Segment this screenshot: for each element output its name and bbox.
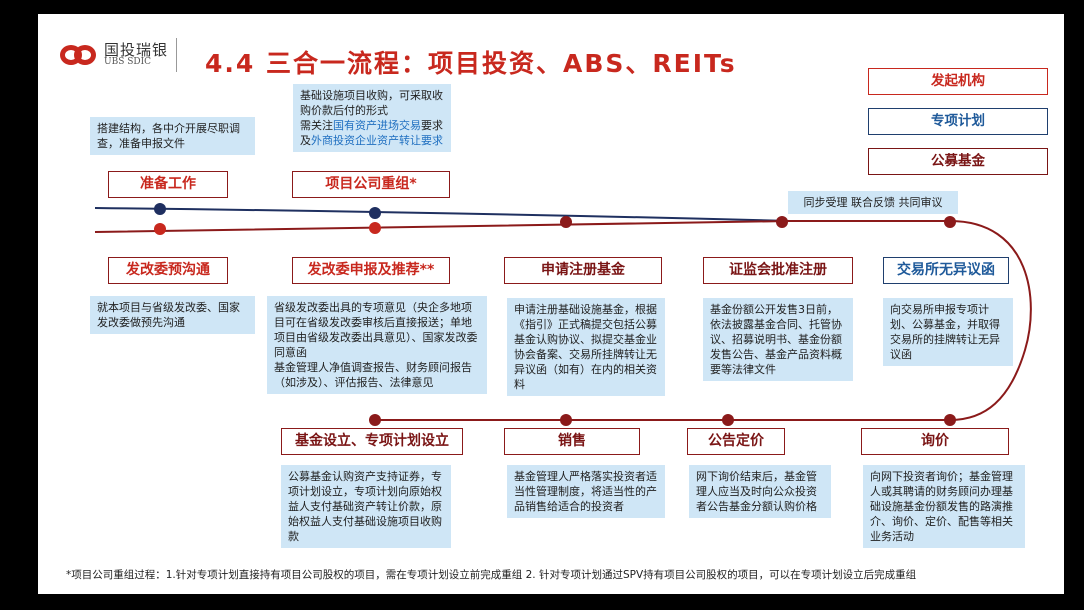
step-setup: 基金设立、专项计划设立: [281, 428, 463, 455]
footnote: *项目公司重组过程：1.针对专项计划直接持有项目公司股权的项目，需在专项计划设立…: [66, 569, 917, 581]
logo-en: UBS SDIC: [104, 57, 152, 67]
dot: [369, 222, 381, 234]
note-csrc: 基金份额公开发售3日前，依法披露基金合同、托管协议、招募说明书、基金份额发售公告…: [703, 298, 853, 381]
dot: [776, 216, 788, 228]
note-sales: 基金管理人严格落实投资者适当性管理制度，将适当性的产品销售给适合的投资者: [507, 465, 665, 518]
dot: [154, 223, 166, 235]
step-csrc: 证监会批准注册: [703, 257, 853, 284]
note-exchange: 向交易所申报专项计划、公募基金，并取得交易所的挂牌转让无异议函: [883, 298, 1013, 366]
dot: [560, 414, 572, 426]
divider: [176, 38, 178, 72]
sync-note: 同步受理 联合反馈 共同审议: [788, 191, 958, 214]
note-restructure: 基础设施项目收购，可采取收购价款后付的形式需关注国有资产进场交易要求及外商投资企…: [293, 84, 451, 152]
blue-line: [94, 207, 791, 222]
step-prep: 准备工作: [108, 171, 228, 198]
step-ndrc-pre: 发改委预沟通: [108, 257, 228, 284]
note-prep: 搭建结构，各中介开展尽职调查，准备申报文件: [90, 117, 255, 155]
step-sales: 销售: [504, 428, 640, 455]
note-register-fund: 申请注册基础设施基金，根据《指引》正式稿提交包括公募基金认购协议、拟提交基金业协…: [507, 298, 665, 396]
legend-special-plan: 专项计划: [868, 108, 1048, 135]
note-ndrc-pre: 就本项目与省级发改委、国家发改委做预先沟通: [90, 296, 255, 334]
legend-initiator: 发起机构: [868, 68, 1048, 95]
logo: 国投瑞银 UBS SDIC: [60, 38, 178, 72]
dot: [154, 203, 166, 215]
note-pricing: 网下询价结束后，基金管理人应当及时向公众投资者公告基金分额认购价格: [689, 465, 831, 518]
step-pricing: 公告定价: [687, 428, 785, 455]
logo-cn: 国投瑞银: [104, 41, 169, 59]
step-register-fund: 申请注册基金: [504, 257, 662, 284]
step-exchange: 交易所无异议函: [883, 257, 1009, 284]
page-title: 4.4 三合一流程：项目投资、ABS、REITs: [205, 49, 737, 78]
dot: [369, 414, 381, 426]
dot: [722, 414, 734, 426]
step-ndrc-apply: 发改委申报及推荐**: [292, 257, 450, 284]
dot: [560, 216, 572, 228]
note-setup: 公募基金认购资产支持证券，专项计划设立，专项计划向原始权益人支付基础资产转让价款…: [281, 465, 451, 548]
dot: [369, 207, 381, 219]
step-restructure: 项目公司重组*: [292, 171, 450, 198]
logo-icon: [60, 43, 100, 67]
step-inquiry: 询价: [861, 428, 1009, 455]
note-ndrc-apply: 省级发改委出具的专项意见（央企多地项目可在省级发改委审核后直接报送；单地项目由省…: [267, 296, 487, 394]
dot: [944, 414, 956, 426]
dot: [944, 216, 956, 228]
note-inquiry: 向网下投资者询价；基金管理人或其聘请的财务顾问办理基础设施基金份额发售的路演推介…: [863, 465, 1025, 548]
legend-public-fund: 公募基金: [868, 148, 1048, 175]
